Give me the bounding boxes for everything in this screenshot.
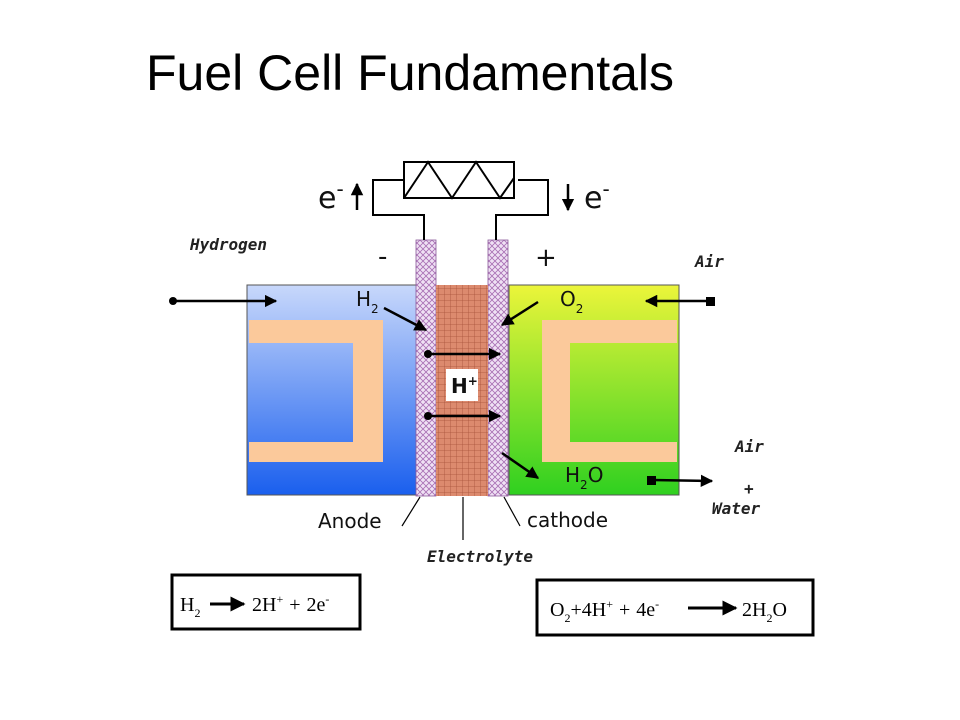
- cathode-electrode: [542, 320, 677, 462]
- air-inlet-square: [706, 297, 715, 306]
- electron-right-label: e-: [584, 177, 610, 216]
- electron-left-label: e-: [318, 177, 344, 216]
- proton-label-box: [446, 369, 478, 401]
- h2-diffusion-arrow: [383, 306, 428, 332]
- hydrogen-label: Hydrogen: [189, 235, 267, 254]
- anode-equation-h2: H2: [180, 594, 200, 620]
- cathode-equation-reactants: O2+4H++4e-: [550, 597, 659, 625]
- circuit-wire: [372, 179, 549, 240]
- h2-label: H2: [356, 287, 379, 316]
- positive-terminal: +: [535, 243, 557, 273]
- negative-terminal: -: [378, 242, 387, 272]
- load-zigzag: [403, 160, 515, 200]
- slide-title: Fuel Cell Fundamentals: [146, 45, 675, 101]
- plus-out-label: +: [744, 479, 754, 498]
- water-out-label: Water: [712, 499, 761, 518]
- anode-equation-products: 2H++2e-: [252, 592, 329, 616]
- air-in-label: Air: [694, 252, 724, 271]
- o2-label: O2: [560, 287, 583, 316]
- outlet-square: [647, 476, 656, 485]
- proton-label: H+: [451, 374, 478, 398]
- o2-diffusion-arrow: [500, 300, 539, 327]
- anode-leader: [401, 496, 421, 527]
- outlet-arrow: [651, 474, 714, 488]
- cathode-equation-box: [535, 578, 815, 637]
- electrolyte-label: Electrolyte: [427, 547, 533, 566]
- cathode-leader: [503, 496, 521, 527]
- anode-electrode: [249, 320, 383, 462]
- cathode-label: cathode: [527, 508, 608, 532]
- water-formation-arrow: [501, 451, 540, 480]
- cathode-equation-product: 2H2O: [742, 599, 787, 625]
- anode-equation-box: [170, 573, 362, 631]
- cathode-membrane: [487, 239, 509, 497]
- anode-label: Anode: [318, 509, 382, 533]
- anode-chamber: [246, 284, 418, 496]
- air-out-label: Air: [734, 437, 764, 456]
- water-label: H2O: [565, 463, 603, 492]
- anode-membrane: [415, 239, 437, 497]
